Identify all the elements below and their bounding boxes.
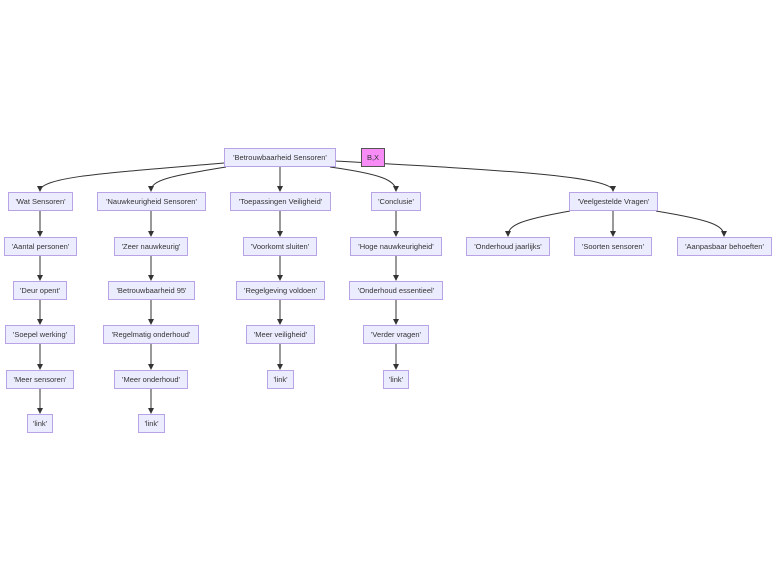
node-hoge-nauwkeurigheid: 'Hoge nauwkeurigheid' <box>350 237 442 256</box>
node-link: 'link' <box>138 414 165 433</box>
node-link: 'link' <box>27 414 53 433</box>
node-link: 'link' <box>267 370 294 389</box>
edge <box>148 166 227 192</box>
node-zeer-nauwkeurig: 'Zeer nauwkeurig' <box>114 237 188 256</box>
node-toepassingen: 'Toepassingen Veiligheid' <box>230 192 331 211</box>
edge <box>329 166 399 192</box>
node-veelgestelde: 'Veelgestelde Vragen' <box>569 192 658 211</box>
node-onderhoud-essentieel: 'Onderhoud essentieel' <box>349 281 443 300</box>
edge <box>37 162 225 192</box>
node-root: 'Betrouwbaarheid Sensoren' <box>224 148 336 167</box>
node-wat-sensoren: 'Wat Sensoren' <box>8 192 73 211</box>
node-onderhoud-jaarlijks: 'Onderhoud jaarlijks' <box>466 237 550 256</box>
edge <box>655 210 727 237</box>
node-soepel-werking: 'Soepel werking' <box>5 325 75 344</box>
node-nauwkeurigheid: 'Nauwkeurigheid Sensoren' <box>97 192 206 211</box>
node-soorten-sensoren: 'Soorten sensoren' <box>574 237 652 256</box>
node-voorkomt-sluiten: 'Voorkomt sluiten' <box>243 237 317 256</box>
node-verder-vragen: 'Verder vragen' <box>363 325 429 344</box>
node-bx: B,X <box>361 148 385 167</box>
node-link: 'link' <box>383 370 409 389</box>
edge <box>334 160 616 192</box>
node-regelgeving: 'Regelgeving voldoen' <box>236 281 325 300</box>
node-conclusie: 'Conclusie' <box>371 192 421 211</box>
node-deur-opent: 'Deur opent' <box>13 281 67 300</box>
node-meer-veiligheid: 'Meer veiligheid' <box>246 325 315 344</box>
node-meer-onderhoud: 'Meer onderhoud' <box>114 370 188 389</box>
node-betrouwbaarheid-95: 'Betrouwbaarheid 95' <box>108 281 195 300</box>
node-meer-sensoren: 'Meer sensoren' <box>6 370 74 389</box>
node-regelmatig-onderhoud: 'Regelmatig onderhoud' <box>103 325 199 344</box>
edge <box>505 210 571 237</box>
node-aanpasbaar: 'Aanpasbaar behoeften' <box>677 237 772 256</box>
node-aantal-personen: 'Aantal personen' <box>4 237 77 256</box>
